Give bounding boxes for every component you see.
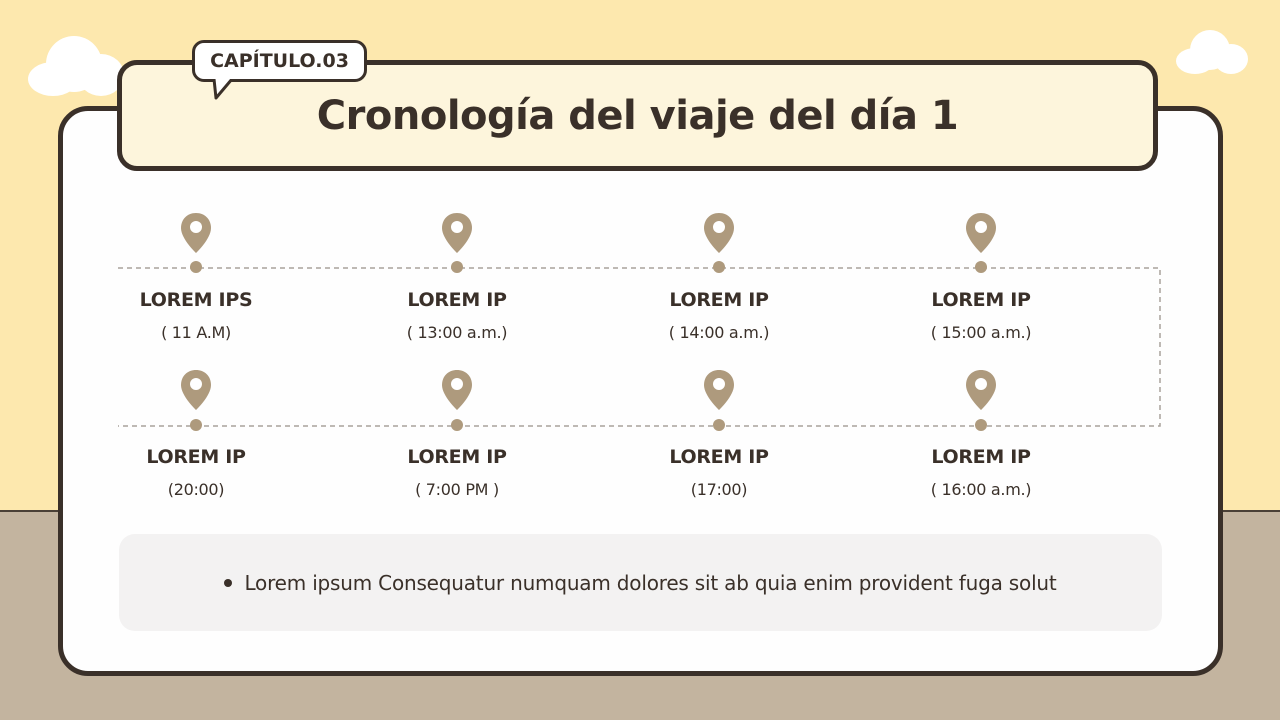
speech-tail-icon [212,79,234,100]
timeline-stop: LOREM IP (20:00) [96,446,296,499]
timeline-stop: LOREM IP ( 13:00 a.m.) [357,289,557,342]
title-banner: Cronología del viaje del día 1 [117,60,1158,171]
chapter-label: CAPÍTULO.03 [210,50,349,72]
stop-label: LOREM IP [146,446,246,468]
stop-time: (17:00) [690,480,748,499]
stop-label: LOREM IPS [139,289,253,311]
note-box: Lorem ipsum Consequatur numquam dolores … [119,534,1162,631]
map-pin-icon [966,213,996,253]
stop-label: LOREM IP [669,289,769,311]
map-pin-icon [442,370,472,410]
stop-time: ( 15:00 a.m.) [930,323,1032,342]
timeline-stop: LOREM IP ( 7:00 PM ) [357,446,557,499]
map-pin-icon [704,213,734,253]
timeline-stop: LOREM IP ( 16:00 a.m.) [881,446,1081,499]
stop-time: ( 13:00 a.m.) [406,323,508,342]
stop-time: ( 7:00 PM ) [415,480,499,499]
chapter-badge: CAPÍTULO.03 [192,40,367,82]
stop-label: LOREM IP [407,289,507,311]
map-pin-icon [181,213,211,253]
cloud-right-icon [1176,30,1248,74]
stop-time: ( 16:00 a.m.) [930,480,1032,499]
timeline-stop: LOREM IPS ( 11 A.M) [96,289,296,342]
stop-label: LOREM IP [931,289,1031,311]
cloud-left-icon [28,36,124,96]
map-pin-icon [704,370,734,410]
page-title: Cronología del viaje del día 1 [316,92,959,139]
timeline-stop: LOREM IP (17:00) [619,446,819,499]
map-pin-icon [966,370,996,410]
map-pin-icon [181,370,211,410]
stop-label: LOREM IP [669,446,769,468]
bullet-icon [224,578,233,587]
note-text: Lorem ipsum Consequatur numquam dolores … [244,570,1057,595]
timeline-stop: LOREM IP ( 15:00 a.m.) [881,289,1081,342]
stop-label: LOREM IP [931,446,1031,468]
stop-time: (20:00) [167,480,225,499]
timeline-stop: LOREM IP ( 14:00 a.m.) [619,289,819,342]
stop-time: ( 11 A.M) [161,323,231,342]
map-pin-icon [442,213,472,253]
stop-label: LOREM IP [407,446,507,468]
stop-time: ( 14:00 a.m.) [668,323,770,342]
